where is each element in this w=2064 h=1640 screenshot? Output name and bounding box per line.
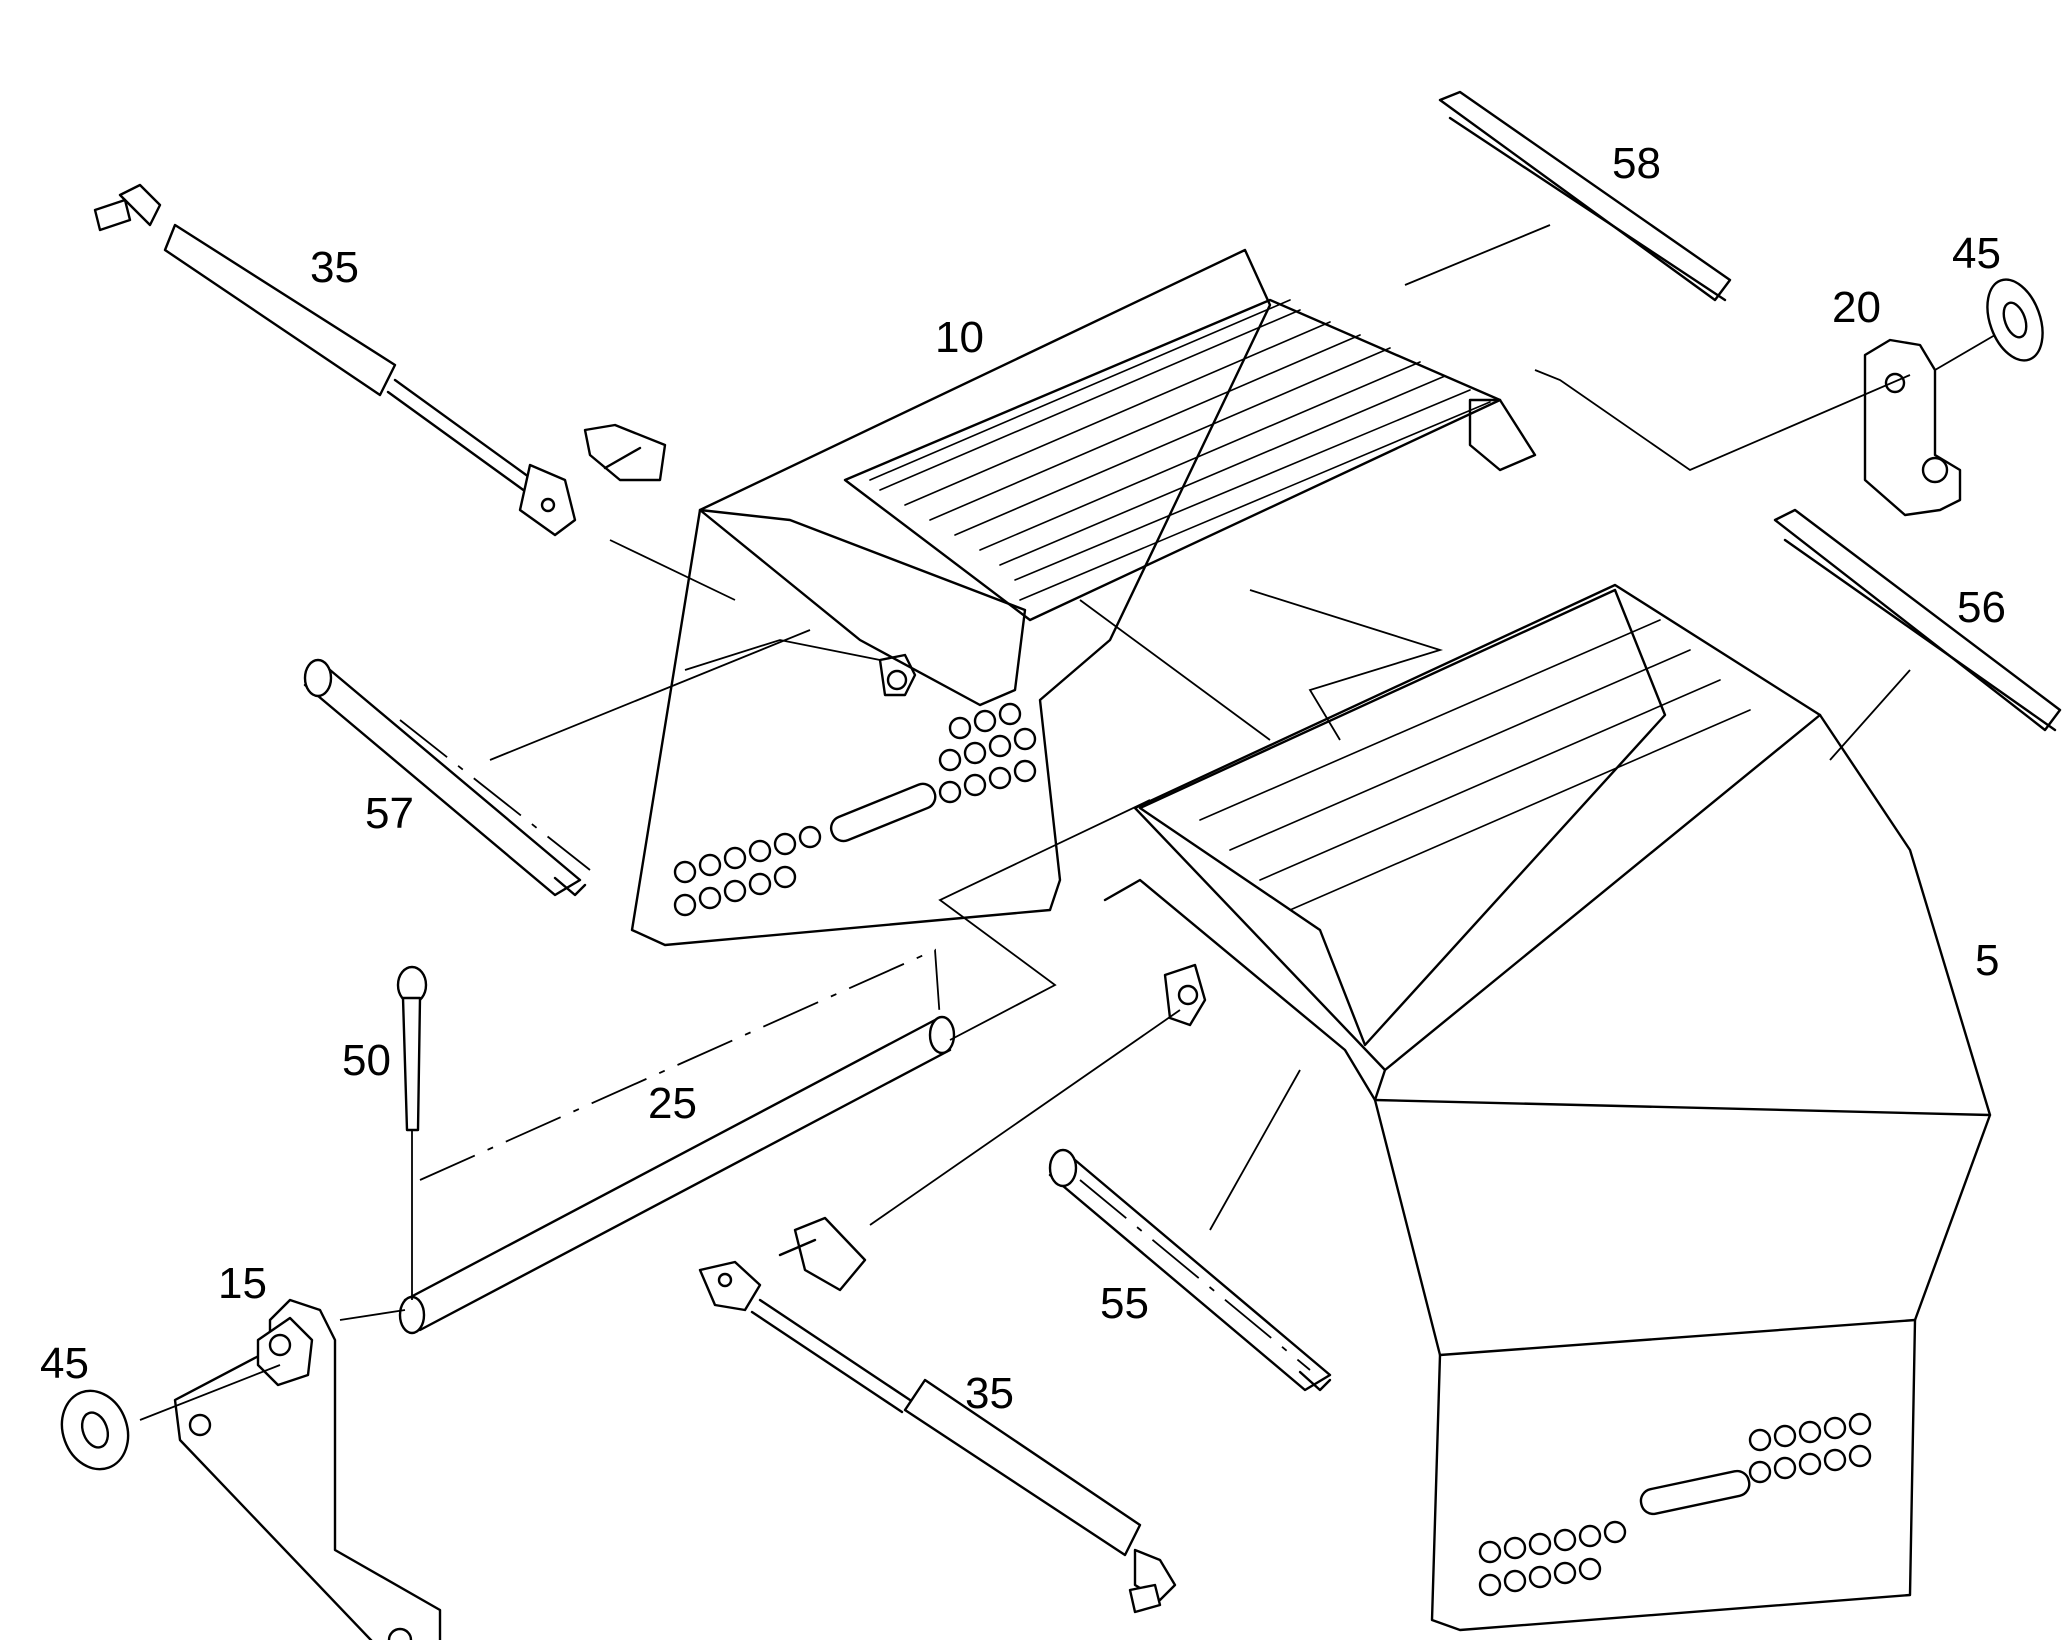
callout-item-5: 5 [1975, 936, 1999, 985]
part-45-washer-left [60, 1389, 130, 1471]
callout-item-35-bottom: 35 [965, 1369, 1014, 1418]
callout-item-55: 55 [1100, 1279, 1149, 1328]
callout-item-35-top: 35 [310, 243, 359, 292]
part-35-gas-spring-bottom [698, 1216, 1177, 1614]
part-10-vent-holes [673, 702, 1037, 917]
part-10-grille-bars [869, 299, 1491, 601]
part-5-lower-cover [1103, 583, 1992, 1632]
part-20-hinge-bracket [1863, 338, 1962, 517]
part-57-shaft [303, 658, 587, 897]
assembly-leader-lines [139, 224, 1996, 1421]
callout-item-10: 10 [935, 313, 984, 362]
callout-labels: 35 10 58 45 20 56 57 5 50 25 15 45 55 35 [40, 139, 2006, 1418]
part-56-channel-strip [1773, 508, 2062, 732]
part-55-shaft [1048, 1148, 1332, 1392]
part-10-upper-cover [630, 248, 1537, 947]
part-15-hinge-bracket [173, 1298, 442, 1640]
callout-item-15: 15 [218, 1259, 267, 1308]
callout-item-56: 56 [1957, 583, 2006, 632]
part-58-channel-strip [1438, 90, 1732, 302]
callout-item-45-right: 45 [1952, 229, 2001, 278]
part-35-gas-spring-top [93, 183, 667, 537]
part-5-grille-bars [1199, 619, 1751, 911]
part-45-washer-right [1986, 278, 2044, 362]
part-5-vent-holes [1478, 1412, 1872, 1597]
callout-item-50: 50 [342, 1036, 391, 1085]
callout-item-58: 58 [1612, 139, 1661, 188]
callout-item-45-left: 45 [40, 1339, 89, 1388]
part-25-hinge-shaft [398, 1015, 956, 1335]
callout-item-57: 57 [365, 789, 414, 838]
callout-item-20: 20 [1832, 283, 1881, 332]
part-50-pin [396, 965, 428, 1132]
callout-item-25: 25 [648, 1079, 697, 1128]
